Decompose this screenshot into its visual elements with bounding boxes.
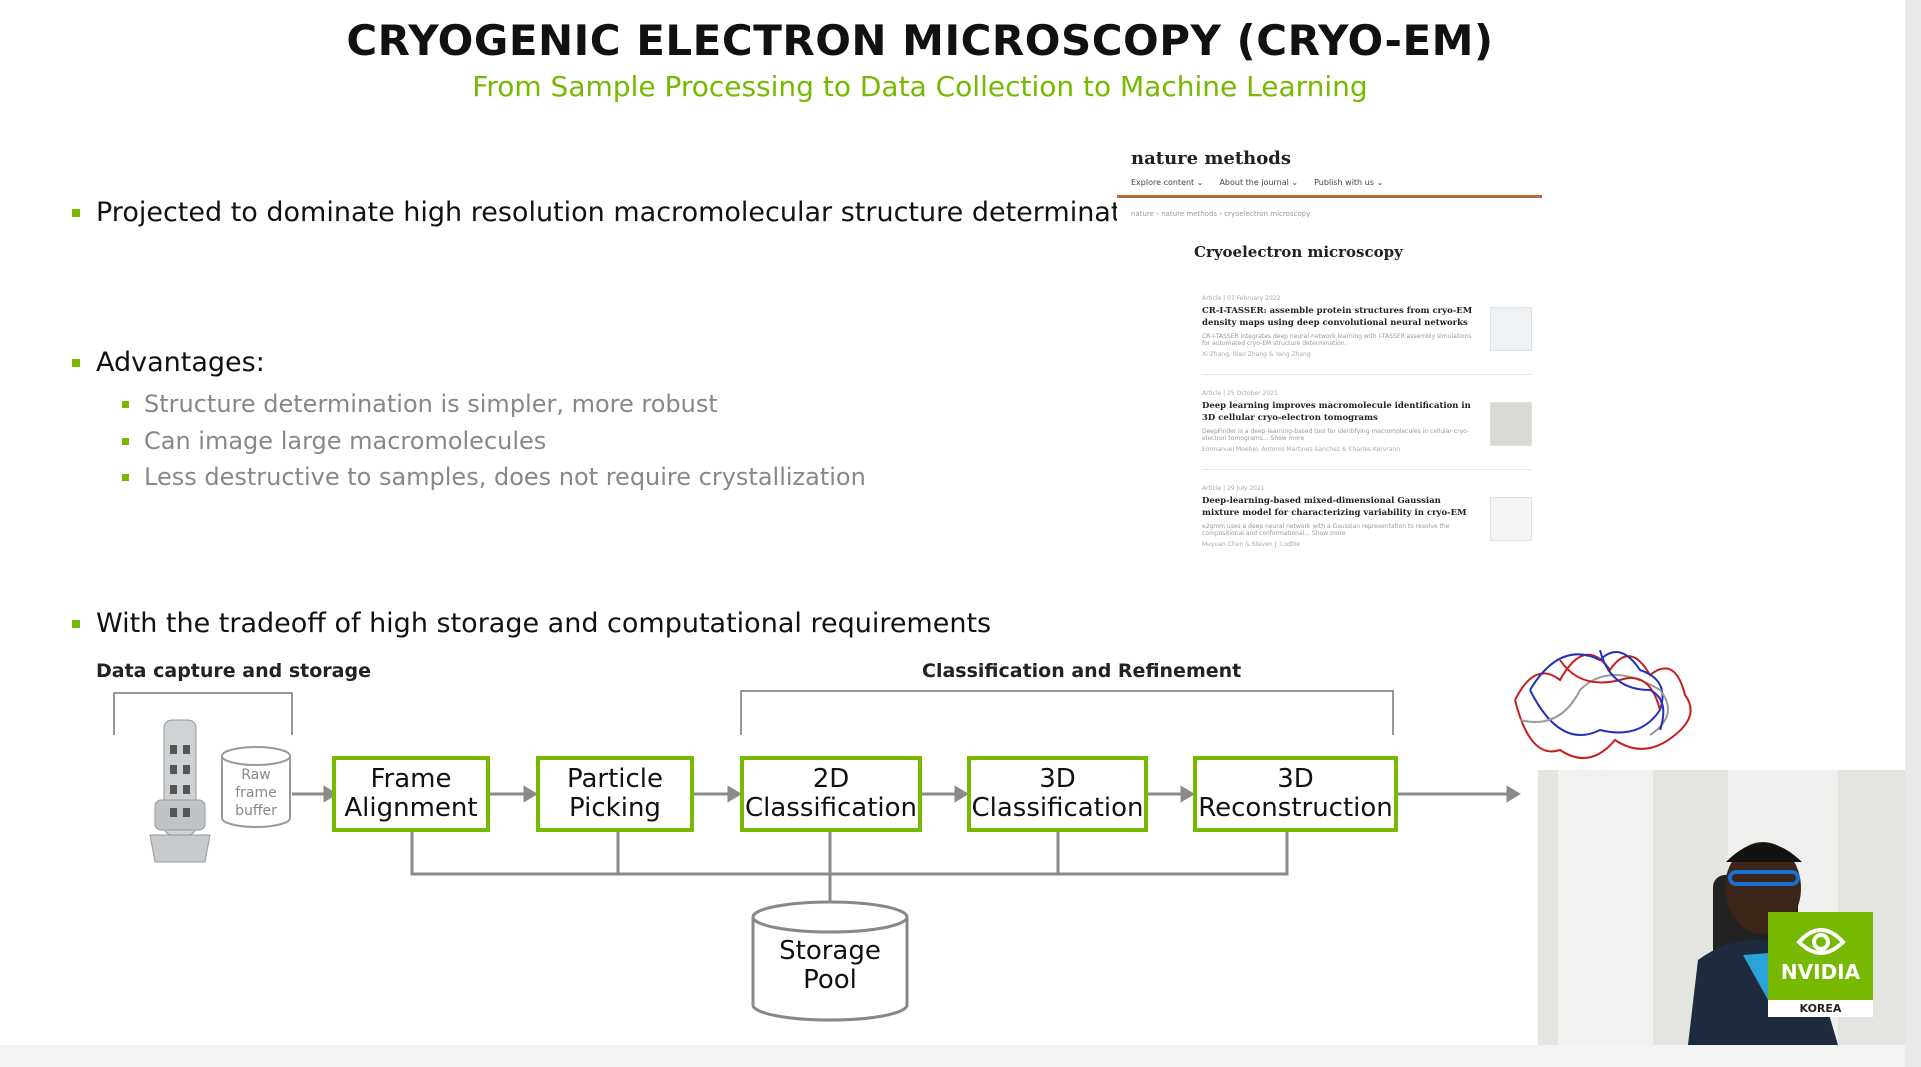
article-thumbnail xyxy=(1490,402,1532,446)
article-card: Article | 29 July 2021 Deep-learning-bas… xyxy=(1202,485,1532,565)
slide-title: CRYOGENIC ELECTRON MICROSCOPY (CRYO-EM) xyxy=(346,16,1494,65)
article-card: Article | 25 October 2021 Deep learning … xyxy=(1202,390,1532,470)
nvidia-logo-text: NVIDIA xyxy=(1780,960,1861,984)
bullet-marker xyxy=(72,620,80,628)
protein-structure-image xyxy=(1514,649,1692,759)
article-title: Deep learning improves macromolecule ide… xyxy=(1202,401,1471,423)
window-edge xyxy=(1905,0,1921,1067)
nvidia-eye-icon xyxy=(1796,928,1846,955)
article-title: CR-I-TASSER: assemble protein structures… xyxy=(1202,306,1473,328)
pipeline-connectors xyxy=(113,649,1692,1022)
bullet-marker xyxy=(72,209,80,217)
nvidia-badge: NVIDIA xyxy=(1768,912,1873,1015)
nature-nav: Explore content ⌄ About the journal ⌄ Pu… xyxy=(1131,178,1383,187)
nav-explore-content: Explore content ⌄ xyxy=(1131,178,1204,187)
article-card: Article | 07 February 2022 CR-I-TASSER: … xyxy=(1202,295,1532,375)
nature-header-rule xyxy=(1117,195,1542,198)
capture-bracket xyxy=(113,692,293,735)
subject-heading: Cryoelectron microscopy xyxy=(1194,243,1403,261)
region-label: KOREA xyxy=(1768,1000,1873,1017)
nav-publish: Publish with us ⌄ xyxy=(1314,178,1384,187)
article-title: Deep-learning-based mixed-dimensional Ga… xyxy=(1202,496,1467,518)
slide-subtitle: From Sample Processing to Data Collectio… xyxy=(472,70,1368,103)
label-classification-refinement: Classification and Refinement xyxy=(922,660,1242,682)
classification-bracket xyxy=(740,690,1394,735)
bullet-marker xyxy=(72,359,80,367)
label-data-capture: Data capture and storage xyxy=(96,660,371,682)
microscope-icon xyxy=(149,719,211,863)
breadcrumb: nature › nature methods › cryoelectron m… xyxy=(1131,210,1311,218)
nature-methods-logo: nature methods xyxy=(1131,148,1291,169)
article-thumbnail xyxy=(1490,307,1532,351)
presentation-slide: CRYOGENIC ELECTRON MICROSCOPY (CRYO-EM) … xyxy=(0,0,1905,1045)
storage-pool-label: Storage Pool xyxy=(779,936,881,995)
raw-buffer-label: Raw frame buffer xyxy=(235,767,277,819)
nav-about-journal: About the journal ⌄ xyxy=(1219,178,1299,187)
article-thumbnail xyxy=(1490,497,1532,541)
nature-methods-screenshot: nature methods Explore content ⌄ About t… xyxy=(1117,140,1542,570)
storage-pool-cylinder xyxy=(751,900,909,1022)
raw-buffer-cylinder xyxy=(221,746,291,828)
